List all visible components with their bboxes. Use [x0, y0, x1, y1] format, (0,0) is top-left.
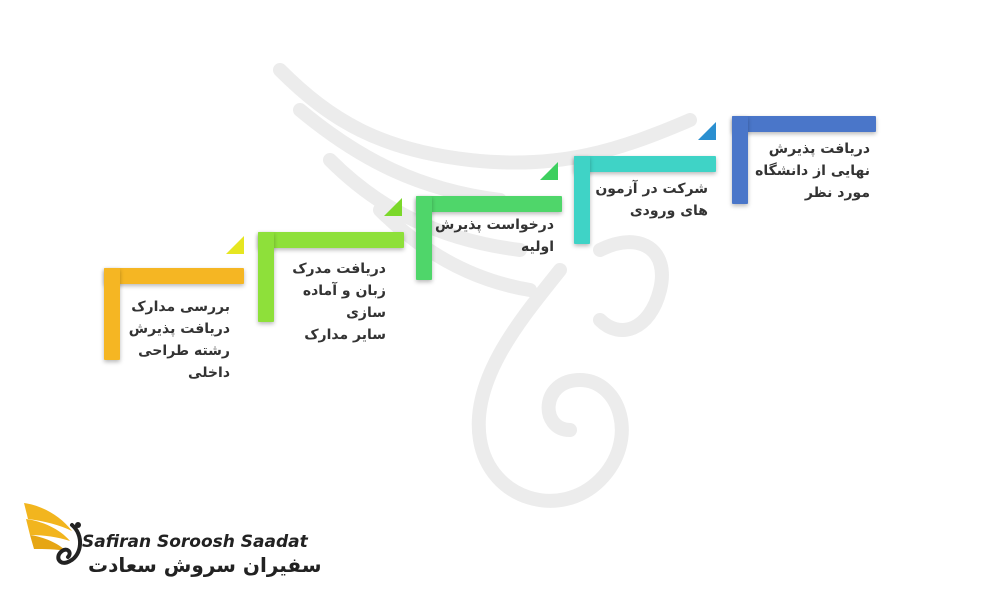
phoenix-logo-icon	[24, 503, 82, 565]
step-1-label: بررسی مدارک دریافت پذیرش رشته طراحی داخل…	[128, 299, 230, 381]
step-3-bar-top	[416, 196, 562, 212]
step-2-bar-side	[258, 232, 274, 322]
step-5-label: دریافت پذیرش نهایی از دانشگاه مورد نظر	[755, 141, 870, 201]
step-1-bar-top	[104, 268, 244, 284]
brand-name-en: Safiran Soroosh Saadat	[82, 532, 308, 552]
step-2-tip	[384, 198, 402, 216]
step-3-tip	[540, 162, 558, 180]
step-5-bar-side	[732, 116, 748, 204]
step-4-label: شرکت در آزمون های ورودی	[595, 181, 708, 219]
step-1-bar-side	[104, 268, 120, 360]
step-2-bar-top	[258, 232, 404, 248]
step-3-label: درخواست پذیرش اولیه	[435, 217, 554, 255]
brand-name-fa: سفیران سروش سعادت	[88, 553, 322, 577]
step-3-bar-side	[416, 196, 432, 280]
step-4-bar-side	[574, 156, 590, 244]
step-4-tip	[698, 122, 716, 140]
step-1-tip	[226, 236, 244, 254]
step-2-label: دریافت مدرک زبان و آماده سازی سایر مدارک	[292, 261, 386, 343]
step-5-bar-top	[732, 116, 876, 132]
step-4-bar-top	[574, 156, 716, 172]
